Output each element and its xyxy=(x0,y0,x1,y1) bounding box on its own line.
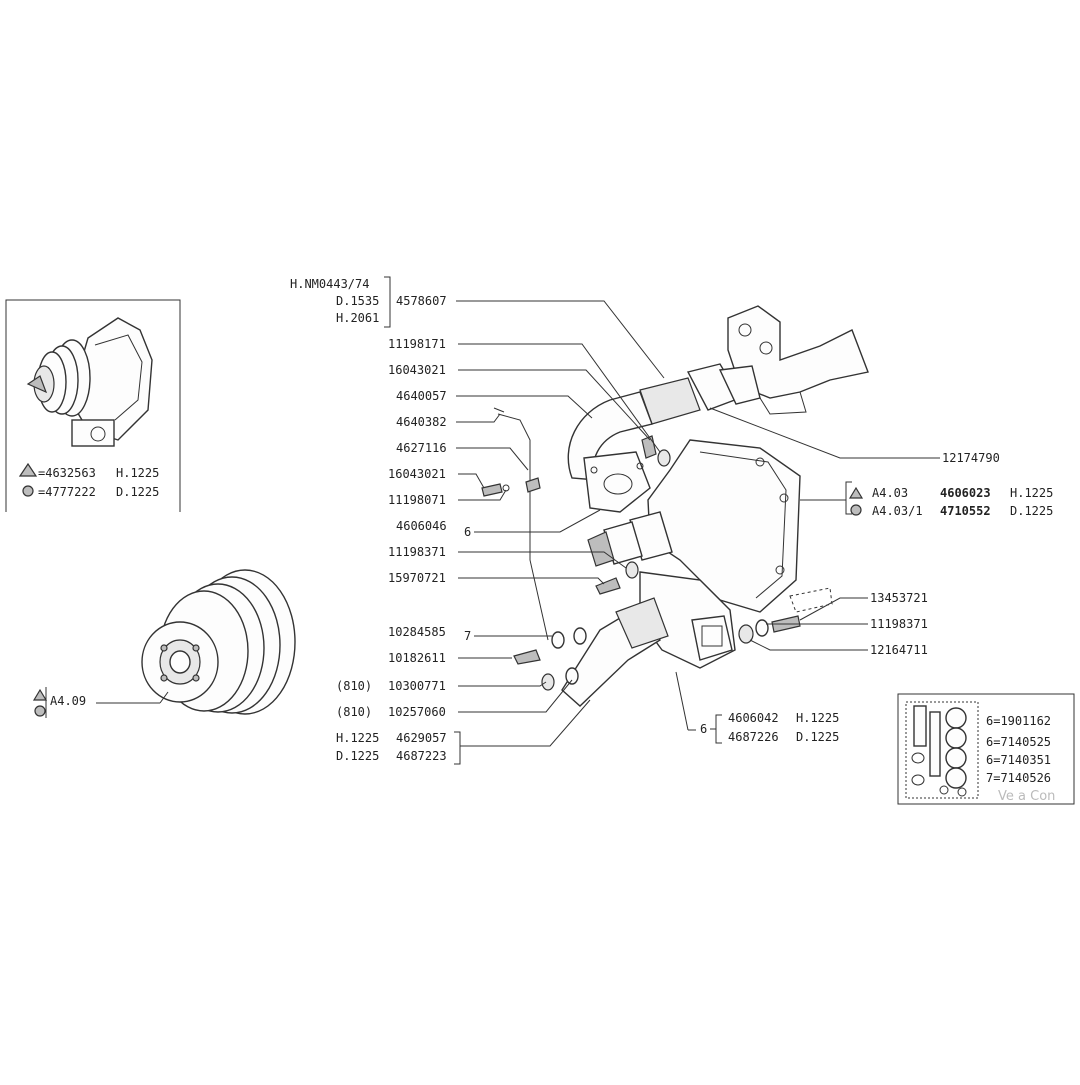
callout-14: 10300771 xyxy=(388,679,446,693)
callout-17-b: 4687226 xyxy=(728,730,779,744)
gasket-kit-drawing xyxy=(905,701,979,799)
kit-line-1: 6=1901162 xyxy=(986,714,1051,728)
callout-1-part: 4578607 xyxy=(396,294,447,308)
callout-17-b-suffix: D.1225 xyxy=(796,730,839,744)
callout-20: 11198371 xyxy=(870,617,928,631)
callout-9-part: 4606046 xyxy=(396,519,447,533)
callout-16-h: H.1225 xyxy=(336,731,379,745)
inset-left: =4632563 H.1225 =4777222 D.1225 xyxy=(5,299,181,512)
callout-7: 16043021 xyxy=(388,467,446,481)
callout-17-ref: 6 xyxy=(700,722,707,736)
callout-22-a-part: 4606023 xyxy=(940,486,991,500)
callouts-right: 12174790 A4.03 4606023 H.1225 A4.03/1 47… xyxy=(675,407,1053,744)
callout-22-b-ref: A4.03/1 xyxy=(872,504,923,518)
callout-16-h-part: 4629057 xyxy=(396,731,447,745)
inset-row2-suffix: D.1225 xyxy=(116,485,159,499)
inset-row2-part: =4777222 xyxy=(38,485,96,499)
callout-2: 11198171 xyxy=(388,337,446,351)
inset-row1-suffix: H.1225 xyxy=(116,466,159,480)
callout-13: 10182611 xyxy=(388,651,446,665)
inset-pump-drawing xyxy=(26,317,153,447)
kit-line-4: 7=7140526 xyxy=(986,771,1051,785)
callout-6: 4627116 xyxy=(396,441,447,455)
inset-row1-part: =4632563 xyxy=(38,466,96,480)
callout-4: 4640057 xyxy=(396,389,447,403)
callout-3: 16043021 xyxy=(388,363,446,377)
callout-10: 11198371 xyxy=(388,545,446,559)
callout-1-h-nm: H.NM0443/74 xyxy=(290,277,369,291)
callout-12-ref: 7 xyxy=(464,629,471,643)
callout-22-b-part: 4710552 xyxy=(940,504,991,518)
callouts-left: H.NM0443/74 D.1535 H.2061 4578607 111981… xyxy=(290,276,665,765)
callout-1-h: H.2061 xyxy=(336,311,379,325)
callout-15-pre: (810) xyxy=(336,705,372,719)
callout-21: 12164711 xyxy=(870,643,928,657)
callout-22-b-suffix: D.1225 xyxy=(1010,504,1053,518)
callout-18: 12174790 xyxy=(942,451,1000,465)
callout-22-a-ref: A4.03 xyxy=(872,486,908,500)
callout-14-pre: (810) xyxy=(336,679,372,693)
main-pump-drawing xyxy=(481,305,869,707)
callout-8: 11198071 xyxy=(388,493,446,507)
callout-11: 15970721 xyxy=(388,571,446,585)
callout-19: 13453721 xyxy=(870,591,928,605)
callout-1-d: D.1535 xyxy=(336,294,379,308)
callout-12-part: 10284585 xyxy=(388,625,446,639)
callout-16-d-part: 4687223 xyxy=(396,749,447,763)
triangle-icon xyxy=(848,486,864,499)
circle-icon xyxy=(22,485,34,497)
callout-17-a: 4606042 xyxy=(728,711,779,725)
triangle-icon xyxy=(18,462,38,477)
pulley-drawing xyxy=(141,569,296,715)
callout-15: 10257060 xyxy=(388,705,446,719)
circle-icon xyxy=(850,504,862,516)
callout-5: 4640382 xyxy=(396,415,447,429)
inset-right: 6=1901162 6=7140525 6=7140351 7=7140526 … xyxy=(897,693,1075,805)
triangle-icon xyxy=(32,688,48,701)
circle-icon xyxy=(34,705,46,717)
callout-17-a-suffix: H.1225 xyxy=(796,711,839,725)
kit-line-3: 6=7140351 xyxy=(986,753,1051,767)
callout-16-d: D.1225 xyxy=(336,749,379,763)
callout-9-ref: 6 xyxy=(464,525,471,539)
pulley-ref: A4.09 xyxy=(50,694,86,708)
watermark-text: Ve a Con xyxy=(998,789,1055,804)
kit-line-2: 6=7140525 xyxy=(986,735,1051,749)
callout-22-a-suffix: H.1225 xyxy=(1010,486,1053,500)
